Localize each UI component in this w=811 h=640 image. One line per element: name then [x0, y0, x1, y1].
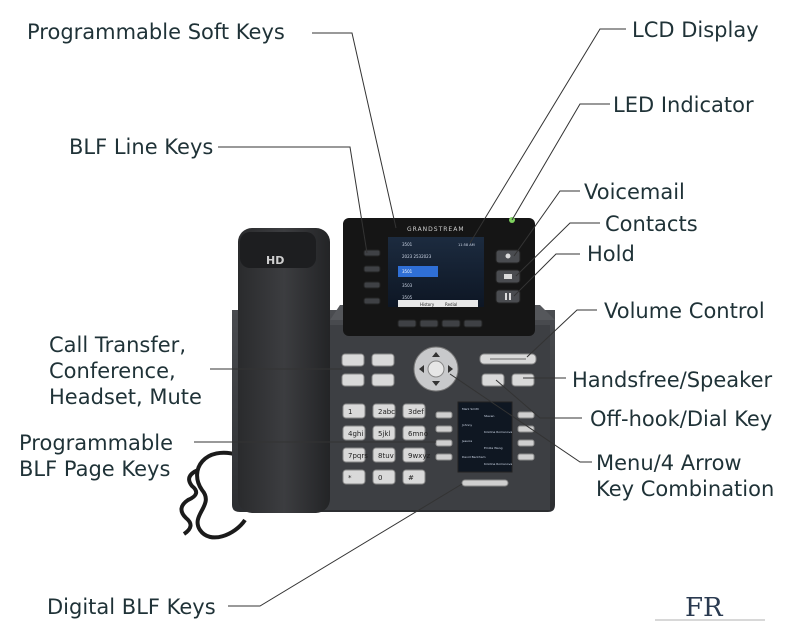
keypad-key-label: 2abc — [378, 408, 395, 416]
blf-entry: David Beckham — [462, 455, 486, 459]
function-key-glyphs — [504, 253, 512, 300]
label-lcd-display: LCD Display — [632, 18, 759, 42]
keypad-key-label: 7pqrs — [348, 452, 368, 460]
keypad-key-label: 0 — [378, 474, 382, 482]
screen-line-3: 3501 — [402, 269, 413, 274]
screen-softkey-history: History — [420, 302, 435, 307]
keypad-key — [402, 447, 426, 463]
label-menu-arrow-keys: Menu/4 Arrow Key Combination — [596, 450, 774, 502]
label-blf-page-keys-line-1: Programmable — [19, 431, 174, 455]
keypad-key-label: 1 — [348, 408, 352, 416]
label-blf-line-keys: BLF Line Keys — [69, 135, 214, 159]
keypad-key — [372, 425, 396, 441]
label-call-transfer-line-1: Call Transfer, — [49, 333, 186, 357]
label-call-transfer: Call Transfer, Conference, Headset, Mute — [49, 332, 202, 410]
blf-line-keys — [363, 249, 381, 305]
screen-line-4: 3503 — [402, 283, 413, 288]
navigation-cluster — [413, 346, 459, 392]
label-contacts: Contacts — [605, 212, 698, 236]
screen-time: 11:58 AM — [458, 243, 475, 247]
label-blf-page-keys: Programmable BLF Page Keys — [19, 430, 173, 482]
blf-entry: Kristina Romanova — [484, 462, 512, 466]
logo-text: FR — [685, 593, 724, 623]
watermark-logo: FR — [655, 593, 765, 623]
blf-entry: Johnny — [461, 423, 472, 427]
keypad-key — [342, 469, 366, 485]
keypad-key — [402, 403, 426, 419]
soft-keys — [397, 319, 483, 328]
blf-entry: Steven — [484, 414, 495, 418]
label-call-transfer-line-2: Conference, — [49, 359, 176, 383]
handset-hd-text: HD — [266, 254, 284, 267]
volume-control-key — [479, 353, 537, 365]
keypad-key-label: 8tuv — [378, 452, 394, 460]
screen-softkey-redial: Redial — [445, 302, 457, 307]
keypad-key-label: 4ghi — [348, 430, 363, 438]
keypad-key — [372, 447, 396, 463]
label-voicemail: Voicemail — [584, 180, 685, 204]
label-volume-control: Volume Control — [604, 299, 765, 323]
coiled-cord — [179, 450, 247, 540]
keypad-key — [372, 403, 396, 419]
label-blf-page-keys-line-2: BLF Page Keys — [19, 457, 171, 481]
label-menu-arrow-keys-line-1: Menu/4 Arrow — [596, 451, 742, 475]
keypad-key-label: # — [408, 474, 414, 482]
label-programmable-soft-keys: Programmable Soft Keys — [27, 20, 285, 44]
callout-lines — [194, 28, 626, 607]
label-offhook-dial-key: Off-hook/Dial Key — [590, 407, 773, 431]
keypad-key — [372, 469, 396, 485]
dial-keypad: 1 2abc 3def 4ghi 5jkl 6mno 7pqrs 8tuv 9wxyz * 0 # — [342, 403, 430, 485]
keypad-key-label: * — [348, 474, 352, 482]
label-menu-arrow-keys-line-2: Key Combination — [596, 477, 775, 501]
label-hold: Hold — [587, 242, 635, 266]
keypad-key-label: 6mno — [408, 430, 428, 438]
label-handsfree-speaker: Handsfree/Speaker — [572, 368, 773, 392]
digital-blf-page-key — [461, 479, 509, 487]
keypad-key — [402, 425, 426, 441]
keypad-key-label: 3def — [408, 408, 424, 416]
lcd-display: GRANDSTREAM 3501 11:58 AM 2023 2532023 3… — [343, 218, 535, 336]
keypad-key — [342, 425, 366, 441]
handset: HD — [238, 228, 330, 513]
screen-line-5: 3505 — [402, 295, 413, 300]
screen-selected-row — [398, 266, 438, 277]
blf-entry: Kristina Romanova — [484, 430, 512, 434]
keypad-key — [342, 447, 366, 463]
label-led-indicator: LED Indicator — [613, 93, 754, 117]
label-call-transfer-line-3: Headset, Mute — [49, 385, 202, 409]
screen-line-2: 2023 2532023 — [402, 254, 432, 259]
blf-entry: Mark Smith — [462, 407, 479, 411]
keypad-key — [402, 469, 426, 485]
transfer-conference-keys — [341, 353, 395, 387]
brand-logo: GRANDSTREAM — [407, 226, 465, 233]
blf-page-keys — [435, 411, 535, 461]
keypad-key-label: 9wxyz — [408, 452, 430, 460]
label-digital-blf-keys: Digital BLF Keys — [47, 595, 216, 619]
keypad-key-label: 5jkl — [378, 430, 390, 438]
screen-line-1: 3501 — [402, 242, 413, 247]
blf-entry: Emilia Wang — [484, 446, 503, 450]
keypad-key — [342, 403, 366, 419]
blf-entry: Jessica — [461, 439, 472, 443]
offhook-speaker-keys — [481, 373, 535, 387]
